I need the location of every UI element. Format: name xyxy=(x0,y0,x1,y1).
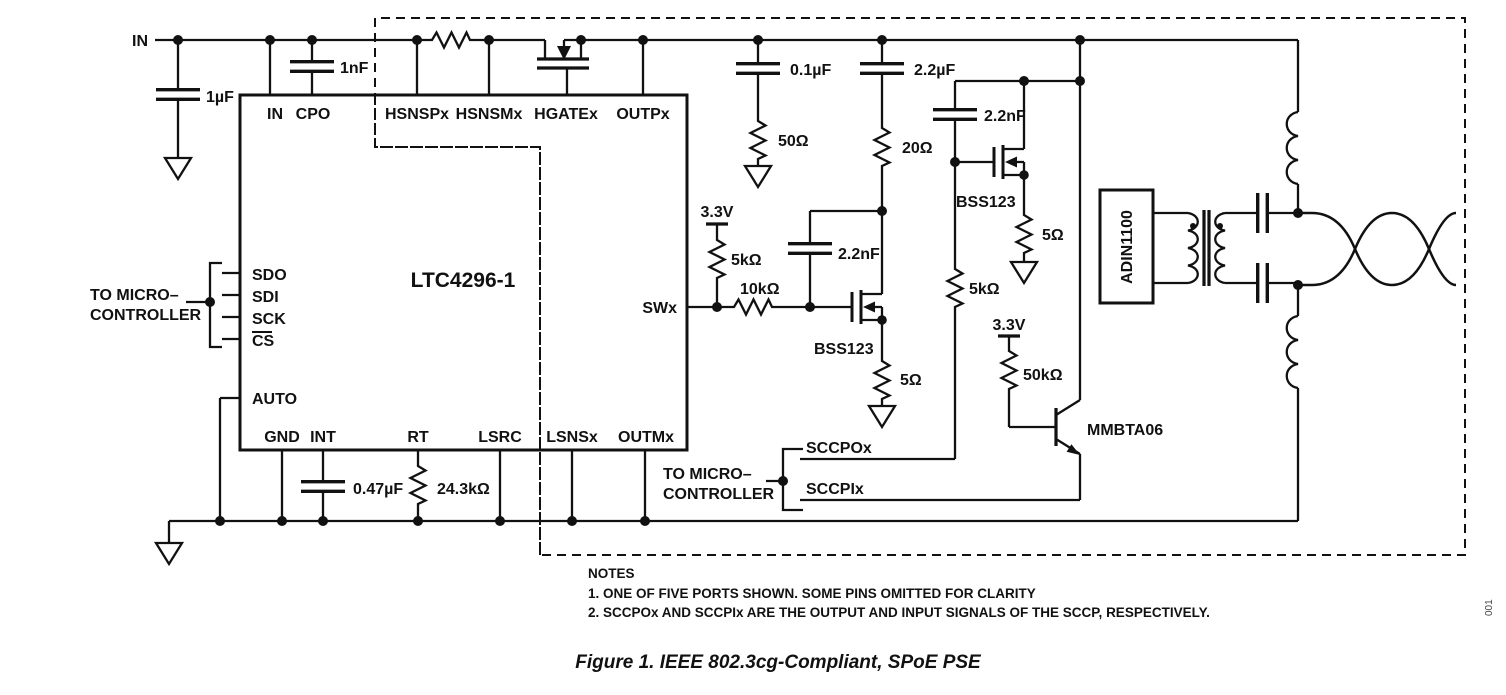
to-microcontroller-left-line1: TO MICRO– xyxy=(90,287,179,304)
ground-icon xyxy=(163,156,193,181)
nmos-icon-bss123-low xyxy=(850,288,889,327)
resistor-5k-right xyxy=(946,264,964,310)
resistor-5ohm-high xyxy=(1015,210,1033,256)
capacitor-2p2uf xyxy=(858,62,906,76)
chip-name: LTC4296-1 xyxy=(411,269,516,292)
label-resistor-50ohm: 50Ω xyxy=(778,133,809,150)
pin-label-lsnsx: LSNSx xyxy=(546,429,598,446)
label-capacitor-2p2nf-high: 2.2nF xyxy=(984,108,1026,125)
pin-label-cpo: CPO xyxy=(296,106,331,123)
label-capacitor-0p47uf: 0.47µF xyxy=(353,481,403,498)
label-resistor-24k3: 24.3kΩ xyxy=(437,481,490,498)
ground-icon xyxy=(1009,260,1039,285)
label-capacitor-1nf: 1nF xyxy=(340,60,369,77)
figure-number-watermark: 001 xyxy=(1484,599,1495,616)
label-bss123-high: BSS123 xyxy=(956,194,1016,211)
resistor-50k xyxy=(1000,346,1018,392)
resistor-24k3 xyxy=(409,461,427,507)
capacitor-2p2nf-low xyxy=(786,241,834,256)
capacitor-coupling-top xyxy=(1255,191,1270,235)
label-rail-3v3-left: 3.3V xyxy=(701,204,734,221)
to-microcontroller-left-line2: CONTROLLER xyxy=(90,307,202,324)
label-capacitor-0p1uf: 0.1µF xyxy=(790,62,831,79)
pin-label-int: INT xyxy=(310,429,336,446)
capacitor-1nf xyxy=(288,60,336,74)
resistor-50ohm xyxy=(749,116,767,162)
pin-label-gnd: GND xyxy=(264,429,300,446)
pin-label-in: IN xyxy=(267,106,283,123)
capacitor-2p2nf-high xyxy=(931,107,979,122)
pin-label-outpx: OUTPx xyxy=(616,106,669,123)
body-diode-arrow xyxy=(557,46,571,60)
junction-dots xyxy=(173,35,1303,526)
to-microcontroller-right-line1: TO MICRO– xyxy=(663,466,752,483)
net-label-sccpox: SCCPOx xyxy=(806,440,872,457)
pin-label-hsnspx: HSNSPx xyxy=(385,106,449,123)
ground-icon xyxy=(154,541,184,566)
capacitor-0p47uf xyxy=(299,480,347,493)
label-resistor-10k: 10kΩ xyxy=(740,281,780,298)
net-label-sccpix: SCCPIx xyxy=(806,481,864,498)
capacitor-coupling-bottom xyxy=(1255,261,1270,305)
resistor-sense xyxy=(427,31,473,49)
pin-label-cs: CS xyxy=(252,333,275,350)
notes-line1: 1. ONE OF FIVE PORTS SHOWN. SOME PINS OM… xyxy=(588,586,1036,601)
label-bss123-low: BSS123 xyxy=(814,341,874,358)
npn-emitter-arrow xyxy=(1066,444,1080,455)
label-resistor-50k: 50kΩ xyxy=(1023,367,1063,384)
figure-caption: Figure 1. IEEE 802.3cg-Compliant, SPoE P… xyxy=(575,652,982,673)
phy-name: ADIN1100 xyxy=(1119,210,1136,284)
resistor-5k-left xyxy=(708,235,726,281)
label-mmbta06: MMBTA06 xyxy=(1087,422,1163,439)
pin-label-sck: SCK xyxy=(252,311,286,328)
power-symbols xyxy=(154,156,1039,566)
label-resistor-5ohm-high: 5Ω xyxy=(1042,227,1064,244)
label-resistor-5ohm-low: 5Ω xyxy=(900,372,922,389)
label-capacitor-2p2nf-low: 2.2nF xyxy=(838,246,880,263)
label-rail-3v3-right: 3.3V xyxy=(993,317,1026,334)
ground-icon xyxy=(867,404,897,429)
pin-label-outmx: OUTMx xyxy=(618,429,674,446)
nmos-icon-bss123-high xyxy=(992,143,1031,182)
pin-label-hsnsmx: HSNSMx xyxy=(456,106,523,123)
label-resistor-5k-left: 5kΩ xyxy=(731,252,762,269)
pin-label-sdi: SDI xyxy=(252,289,279,306)
label-capacitor-1uf: 1µF xyxy=(206,89,234,106)
resistor-10k xyxy=(729,298,775,316)
pin-label-rt: RT xyxy=(407,429,429,446)
resistor-20ohm xyxy=(873,123,891,169)
resistor-5ohm-low xyxy=(873,356,891,402)
notes-heading: NOTES xyxy=(588,566,635,581)
capacitor-1uf xyxy=(154,87,202,102)
pin-label-swx: SWx xyxy=(642,300,677,317)
port-boundary-dashed-notch xyxy=(374,96,541,555)
phy-body xyxy=(1098,188,1155,305)
notes-line2: 2. SCCPOx AND SCCPIx ARE THE OUTPUT AND … xyxy=(588,605,1210,620)
label-capacitor-2p2uf: 2.2µF xyxy=(914,62,955,79)
port-boundary-dashed-box xyxy=(374,17,1466,556)
to-microcontroller-right-line2: CONTROLLER xyxy=(663,486,775,503)
label-resistor-20ohm: 20Ω xyxy=(902,140,933,157)
label-resistor-5k-right: 5kΩ xyxy=(969,281,1000,298)
pin-label-sdo: SDO xyxy=(252,267,287,284)
pin-label-lsrc: LSRC xyxy=(478,429,522,446)
net-label-in: IN xyxy=(132,33,148,50)
capacitor-0p1uf xyxy=(734,62,782,76)
pin-label-hgatex: HGATEx xyxy=(534,106,598,123)
ground-icon xyxy=(743,164,773,189)
pin-label-auto: AUTO xyxy=(252,391,297,408)
circuit-wires xyxy=(155,38,1457,543)
